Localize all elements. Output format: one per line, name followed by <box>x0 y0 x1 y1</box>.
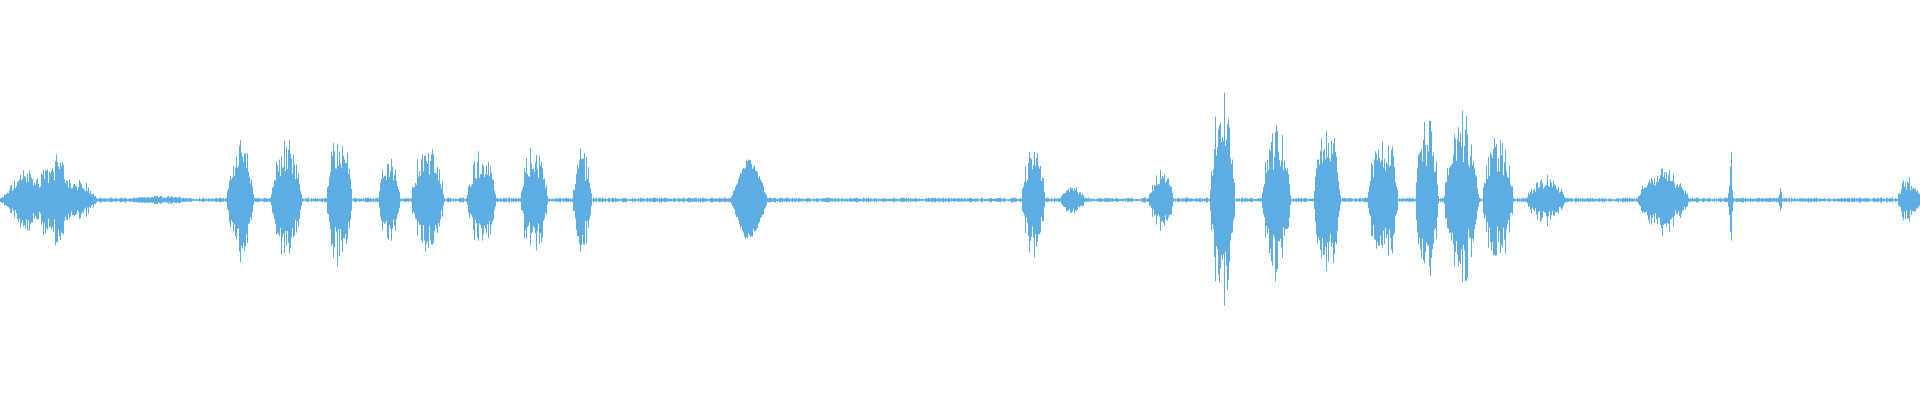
waveform-bars <box>0 92 1920 306</box>
waveform-trace <box>0 92 1920 306</box>
